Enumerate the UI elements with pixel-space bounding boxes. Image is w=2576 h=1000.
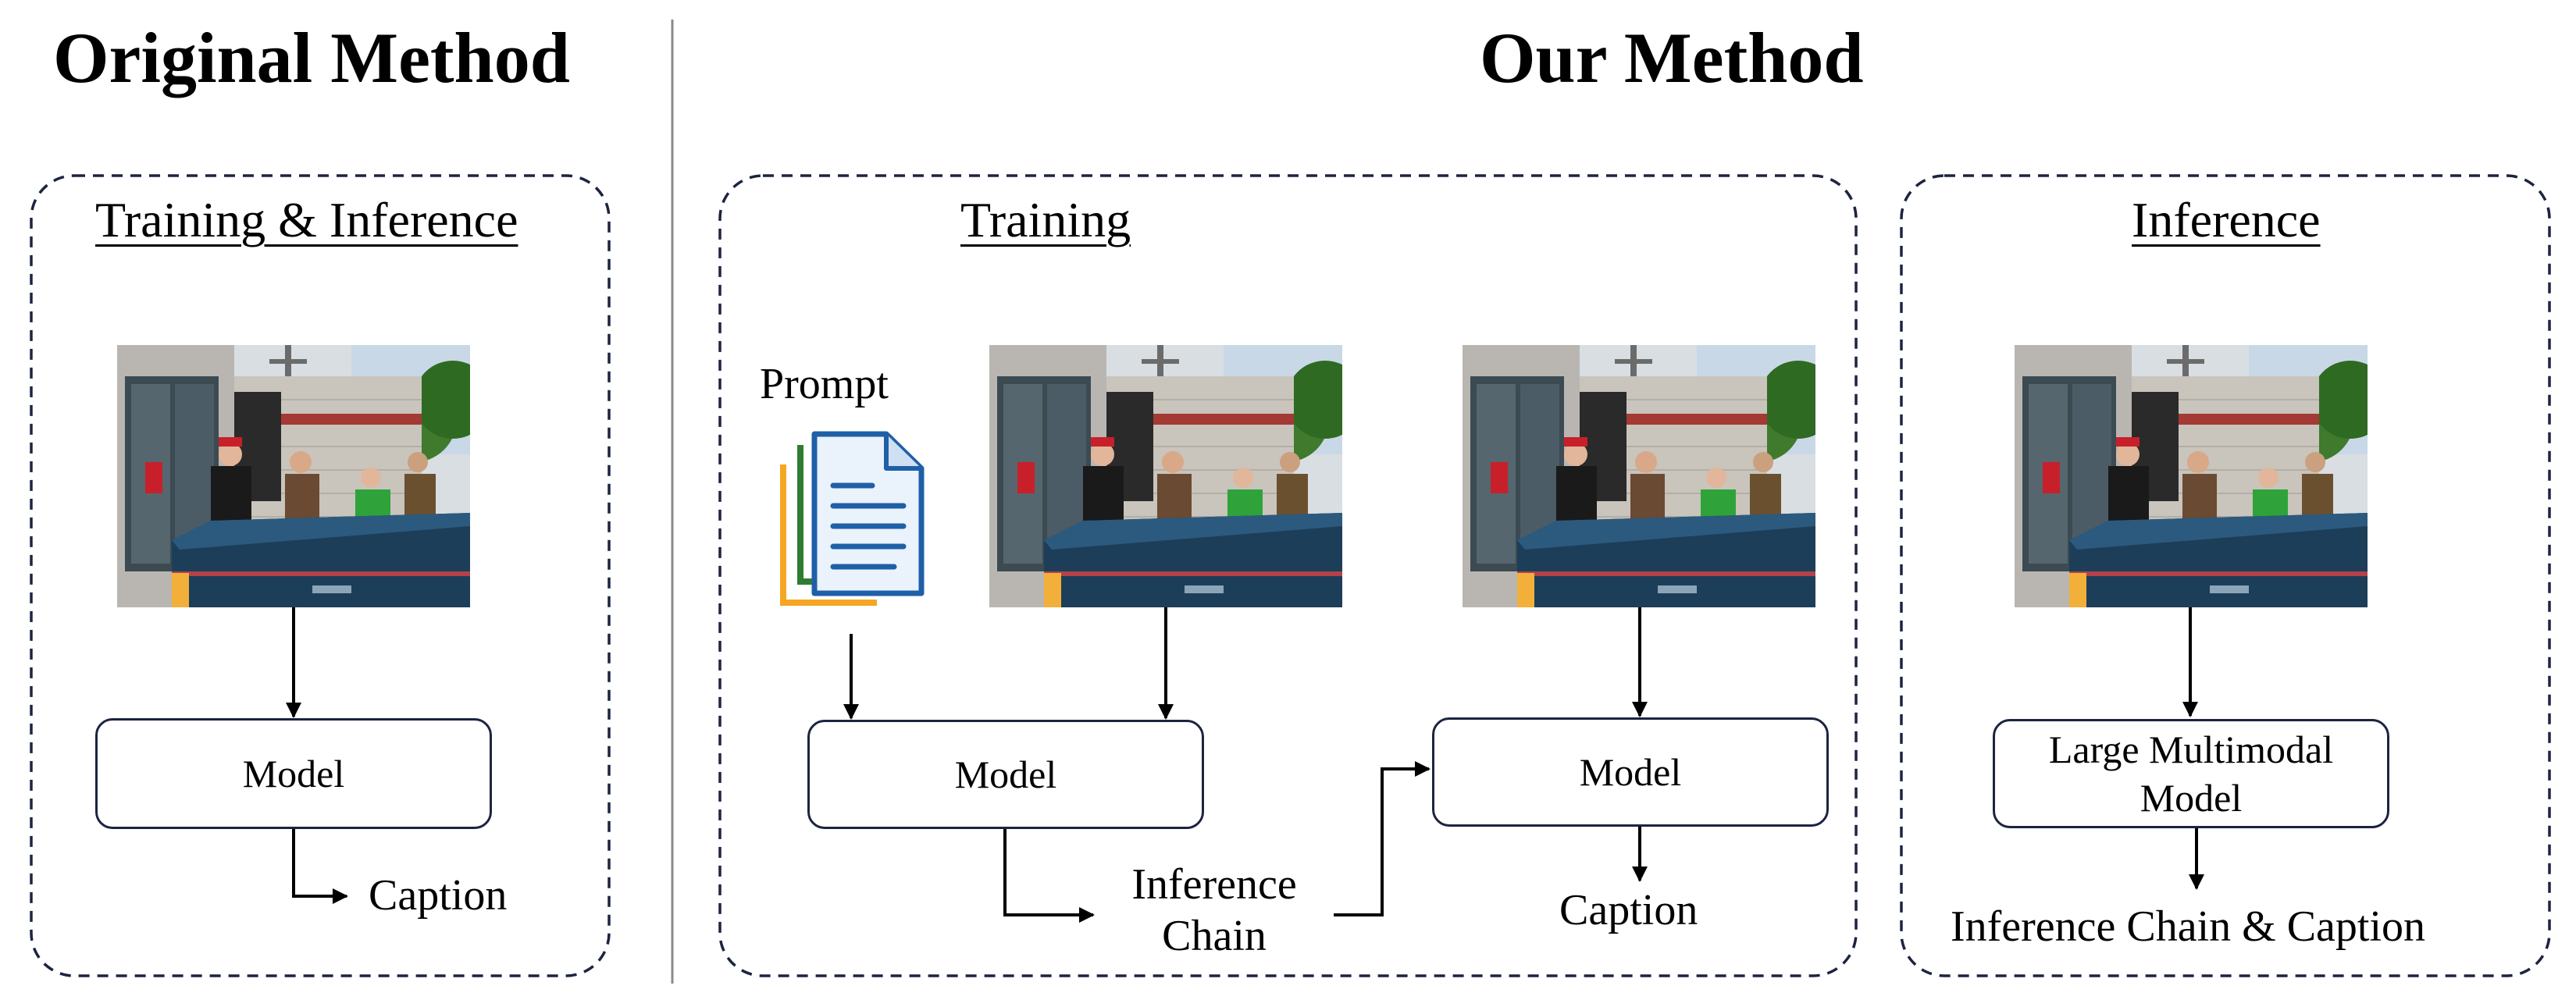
heading-original-method: Original Method xyxy=(53,18,570,98)
output-caption-training: Caption xyxy=(1559,886,1698,934)
model-label: Model xyxy=(1579,749,1682,794)
model-box-training-1: Model xyxy=(807,720,1204,829)
model-label: Model xyxy=(242,751,345,795)
panel-training-frame xyxy=(718,174,1858,977)
panel-original-frame xyxy=(30,174,611,977)
arrow-chain-to-model xyxy=(1334,761,1431,916)
heading-our-method: Our Method xyxy=(1480,18,1864,98)
lmm-line-1: Large Multimodal xyxy=(2048,727,2334,771)
prompt-document-icon xyxy=(780,431,925,606)
input-image-inference xyxy=(2015,345,2368,607)
panel-title-training: Training xyxy=(960,192,1131,247)
chain-line-2: Chain xyxy=(1162,912,1267,961)
panel-title-original: Training & Inference xyxy=(95,192,518,247)
panel-inference-frame xyxy=(1900,174,2551,977)
output-chain-and-caption: Inference Chain & Caption xyxy=(1951,902,2426,951)
input-image-original xyxy=(117,345,470,607)
input-image-training-1 xyxy=(989,345,1342,607)
model-label: Model xyxy=(954,752,1057,796)
output-caption-original: Caption xyxy=(369,871,508,920)
model-box-training-2: Model xyxy=(1432,717,1829,827)
inference-chain-label: Inference Chain xyxy=(1109,859,1320,962)
arrow-model-to-caption xyxy=(292,829,348,904)
arrow-model-to-chain xyxy=(1003,829,1095,923)
input-image-training-2 xyxy=(1463,345,1815,607)
lmm-line-2: Model xyxy=(2140,776,2243,820)
panel-title-inference: Inference xyxy=(2132,192,2321,247)
model-box-lmm: Large Multimodal Model xyxy=(1993,719,2389,828)
model-box-original: Model xyxy=(95,718,492,829)
chain-line-1: Inference xyxy=(1131,860,1297,909)
prompt-label: Prompt xyxy=(760,360,889,408)
